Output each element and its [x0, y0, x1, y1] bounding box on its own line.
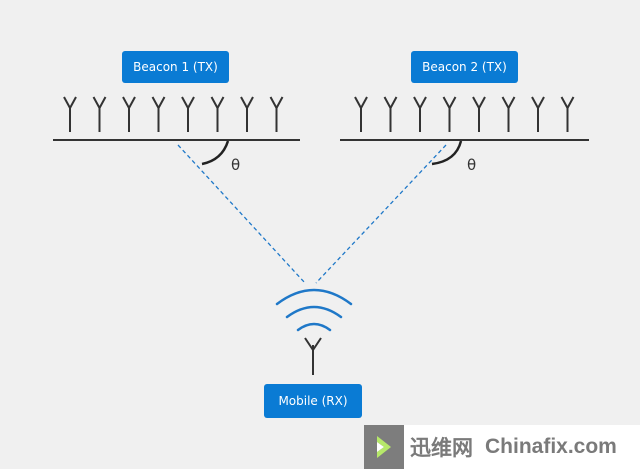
beacon2-label: Beacon 2 (TX)	[411, 51, 518, 83]
beacon1-angle-symbol: θ	[231, 156, 241, 174]
antenna-icon	[181, 96, 195, 132]
antenna-icon	[501, 96, 516, 132]
antenna-icon	[240, 96, 254, 132]
antenna-icon	[442, 96, 457, 132]
mobile-antenna-icon	[304, 337, 322, 375]
antenna-icon	[92, 96, 107, 132]
chevron-right-icon	[364, 425, 404, 469]
mobile-label: Mobile (RX)	[264, 384, 362, 418]
watermark-banner: 迅维网 Chinafix.com	[364, 425, 640, 469]
beacon2-angle-symbol: θ	[467, 156, 477, 174]
antenna-icon	[122, 96, 136, 132]
antenna-icon	[210, 96, 225, 132]
antenna-icon	[151, 96, 166, 132]
antenna-icon	[531, 96, 545, 132]
beacon1-beam-line	[177, 144, 306, 284]
beacon1-angle-arc	[201, 140, 230, 166]
antenna-icon	[413, 96, 427, 132]
antenna-icon	[354, 96, 368, 132]
watermark-tld-text: .com	[567, 435, 617, 458]
beacon2-antenna-array	[354, 96, 575, 132]
beacon1-antenna-array	[63, 96, 284, 132]
beacon2-beam-line	[315, 144, 447, 284]
beacon2-angle-arc	[431, 140, 463, 166]
antenna-icon	[383, 96, 398, 132]
wireless-signal-icon	[275, 288, 353, 332]
antenna-icon	[472, 96, 486, 132]
antenna-icon	[560, 96, 575, 132]
watermark-chinese-text: 迅维网	[410, 436, 473, 460]
antenna-icon	[269, 96, 284, 132]
beacon1-label: Beacon 1 (TX)	[122, 51, 229, 83]
watermark-brand-text: Chinafix	[485, 435, 568, 458]
antenna-icon	[63, 96, 77, 132]
